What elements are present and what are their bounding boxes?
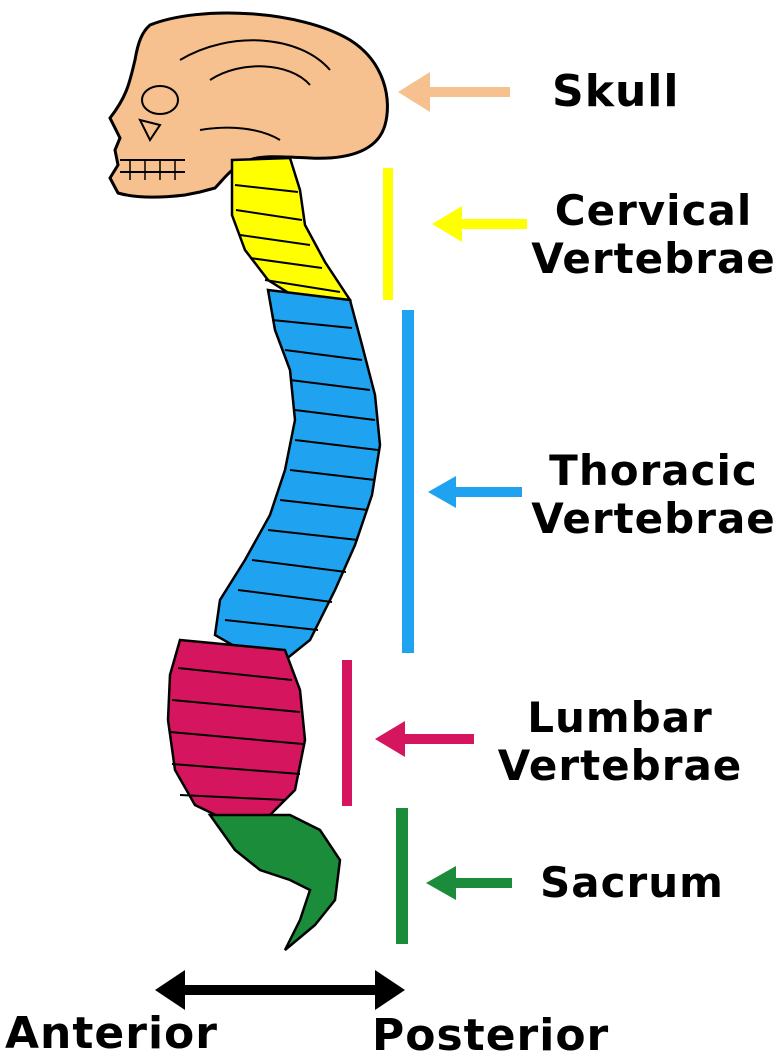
sacrum-arrow bbox=[426, 866, 512, 900]
thoracic-arrow bbox=[428, 476, 522, 508]
cervical-label: Cervical Vertebrae bbox=[525, 190, 782, 280]
posterior-label: Posterior bbox=[372, 1014, 609, 1058]
anterior-posterior-arrow bbox=[155, 970, 405, 1010]
thoracic-label-line2: Vertebrae bbox=[525, 498, 782, 540]
lumbar-label: Lumbar Vertebrae bbox=[490, 697, 750, 787]
skull-label: Skull bbox=[552, 70, 679, 114]
thoracic-label-line1: Thoracic bbox=[525, 450, 782, 492]
cervical-label-line1: Cervical bbox=[525, 190, 782, 232]
lumbar-label-line2: Vertebrae bbox=[490, 745, 750, 787]
lumbar-bar bbox=[342, 660, 352, 806]
lumbar-vertebrae-illustration bbox=[168, 640, 305, 822]
skull-arrow bbox=[398, 72, 510, 112]
cervical-arrow bbox=[432, 206, 527, 242]
thoracic-bar bbox=[402, 310, 414, 653]
thoracic-vertebrae-illustration bbox=[215, 290, 380, 660]
cervical-label-line2: Vertebrae bbox=[525, 238, 782, 280]
lumbar-arrow bbox=[375, 721, 474, 757]
thoracic-label: Thoracic Vertebrae bbox=[525, 450, 782, 540]
sacrum-illustration bbox=[210, 815, 340, 950]
lumbar-label-line1: Lumbar bbox=[490, 697, 750, 739]
sacrum-label: Sacrum bbox=[540, 862, 724, 904]
anterior-label: Anterior bbox=[5, 1012, 218, 1056]
cervical-bar bbox=[383, 168, 393, 300]
sacrum-bar bbox=[396, 808, 408, 944]
cervical-vertebrae-illustration bbox=[232, 158, 350, 305]
